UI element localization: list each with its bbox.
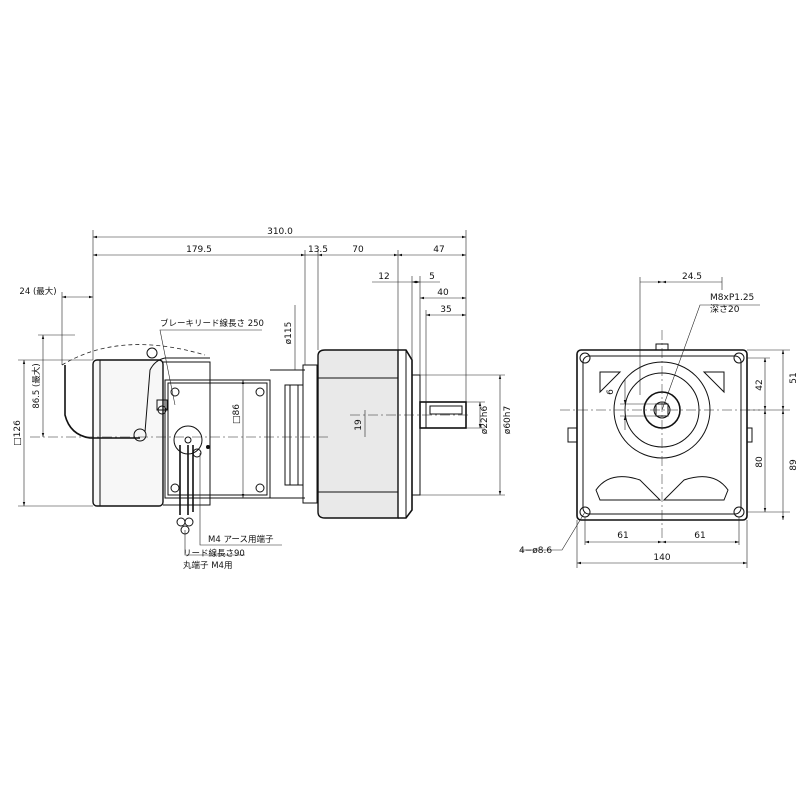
dim-front-lower-edge: 89 <box>789 459 799 471</box>
mount-hole <box>579 352 591 364</box>
dim-key-width: 6 <box>606 389 616 395</box>
dim-motor-length: 179.5 <box>186 245 212 255</box>
dim-shaft-b: 5 <box>429 272 435 282</box>
dim-terminal-box-square: □86 <box>232 404 242 424</box>
dim-overall-length: 310.0 <box>267 227 293 237</box>
brake-cover <box>163 361 211 506</box>
dim-flange-width: 140 <box>653 553 670 563</box>
brake-lever <box>64 365 140 439</box>
pilot <box>411 374 421 496</box>
dim-flange-dia: ø115 <box>284 322 294 345</box>
dim-tap-spec: M8xP1.25 <box>710 293 754 303</box>
dim-motor-square: □126 <box>13 420 23 446</box>
dim-lever-height: 86.5 (最大) <box>31 363 42 408</box>
dim-mount-holes: 4−ø8.6 <box>519 546 552 556</box>
dim-key-offset: 24.5 <box>682 272 702 282</box>
brake-lever-swing <box>61 344 206 366</box>
dim-shaft-c: 40 <box>437 288 449 298</box>
dim-brake-lever: 24 (最大) <box>19 286 56 297</box>
label-ring-terminal: 丸端子 M4用 <box>183 560 232 571</box>
dim-hole-pitch-left: 61 <box>617 531 628 541</box>
label-brake-lead: ブレーキリード線長さ 250 <box>160 318 264 329</box>
terminal-box <box>164 379 271 499</box>
gear-head <box>317 349 399 519</box>
dim-front-upper: 42 <box>755 379 765 390</box>
dim-pilot-dia: ø60h7 <box>503 406 513 434</box>
mount-hole <box>733 352 745 364</box>
dim-flange-gap: 13.5 <box>308 245 328 255</box>
motor-body <box>92 359 164 507</box>
dim-shaft-length: 47 <box>433 245 444 255</box>
front-view: 24.5 M8xP1.25 深さ20 6 42 51 80 89 61 61 1… <box>519 272 799 568</box>
lead-wires <box>179 445 194 515</box>
dim-shaft-offset: 19 <box>354 419 364 431</box>
dim-shaft-d: 35 <box>440 305 451 315</box>
dim-tap-depth: 深さ20 <box>710 304 740 315</box>
dim-gear-length: 70 <box>352 245 364 255</box>
dim-front-upper-edge: 51 <box>789 372 799 383</box>
label-earth-terminal: M4 アース用端子 <box>208 534 274 545</box>
label-lead-length: リード線長さ90 <box>183 548 245 559</box>
dim-hole-pitch-right: 61 <box>694 531 705 541</box>
dim-shaft-a: 12 <box>378 272 389 282</box>
side-view: 310.0 179.5 13.5 70 47 12 5 40 35 24 (最大… <box>13 227 513 571</box>
dim-shaft-dia: ø22h6 <box>480 406 490 435</box>
dim-front-lower: 80 <box>755 456 765 468</box>
